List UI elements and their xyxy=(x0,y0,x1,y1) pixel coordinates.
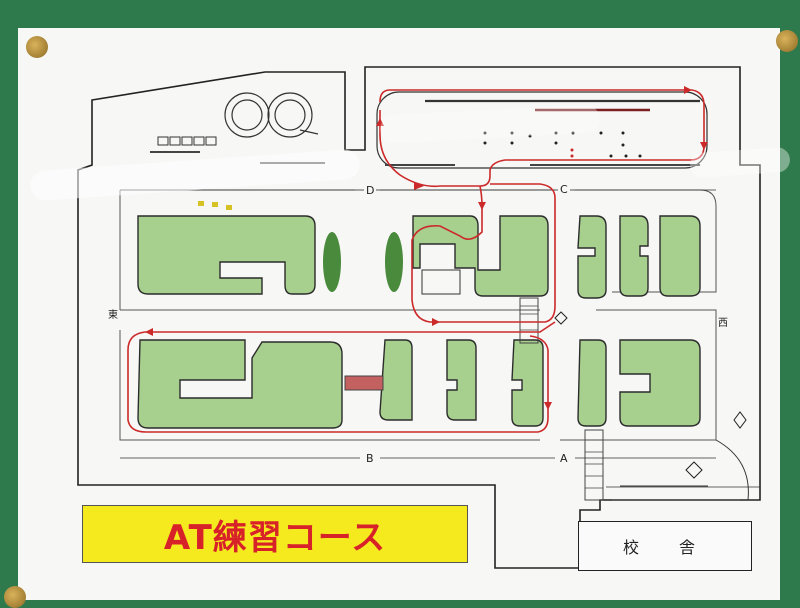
parking-markers xyxy=(483,131,642,158)
road-edge-middle xyxy=(119,309,717,441)
block-lower-1 xyxy=(137,339,343,429)
small-rectangles xyxy=(157,136,217,146)
west-label: 西 xyxy=(718,314,728,329)
course-map-sheet xyxy=(18,28,780,600)
point-b-label: B xyxy=(364,452,376,465)
yellow-markers xyxy=(198,201,232,210)
block-upper-5 xyxy=(619,215,649,297)
diamond-markers xyxy=(554,311,747,479)
block-upper-6 xyxy=(659,215,701,297)
block-lower-3 xyxy=(446,339,477,421)
pushpin-top-left xyxy=(26,36,48,58)
tree-1 xyxy=(323,232,341,292)
crosswalks xyxy=(344,297,604,501)
course-title: AT練習コース xyxy=(163,517,387,558)
tree-2 xyxy=(385,232,403,292)
block-lower-2 xyxy=(379,339,413,421)
green-blocks xyxy=(137,215,701,429)
block-upper-1 xyxy=(137,215,316,295)
block-lower-6 xyxy=(619,339,701,427)
block-upper-3 xyxy=(412,215,549,297)
point-d-label: D xyxy=(364,184,377,197)
block-lower-4 xyxy=(511,339,544,427)
point-a-label: A xyxy=(558,452,570,465)
route-arrows xyxy=(145,86,708,410)
block-lower-5 xyxy=(577,339,607,427)
pushpin-bottom-left xyxy=(4,586,26,608)
school-building: 校 舎 xyxy=(578,521,752,571)
top-parking-area xyxy=(376,91,708,169)
east-label: 東 xyxy=(108,306,118,321)
pushpin-top-right xyxy=(776,30,798,52)
practice-route xyxy=(127,89,705,433)
figure-eight-course xyxy=(224,92,319,138)
block-upper-4 xyxy=(577,215,607,299)
school-building-label: 校 舎 xyxy=(622,538,707,557)
course-title-banner: AT練習コース xyxy=(82,505,468,563)
point-c-label: C xyxy=(558,183,570,196)
